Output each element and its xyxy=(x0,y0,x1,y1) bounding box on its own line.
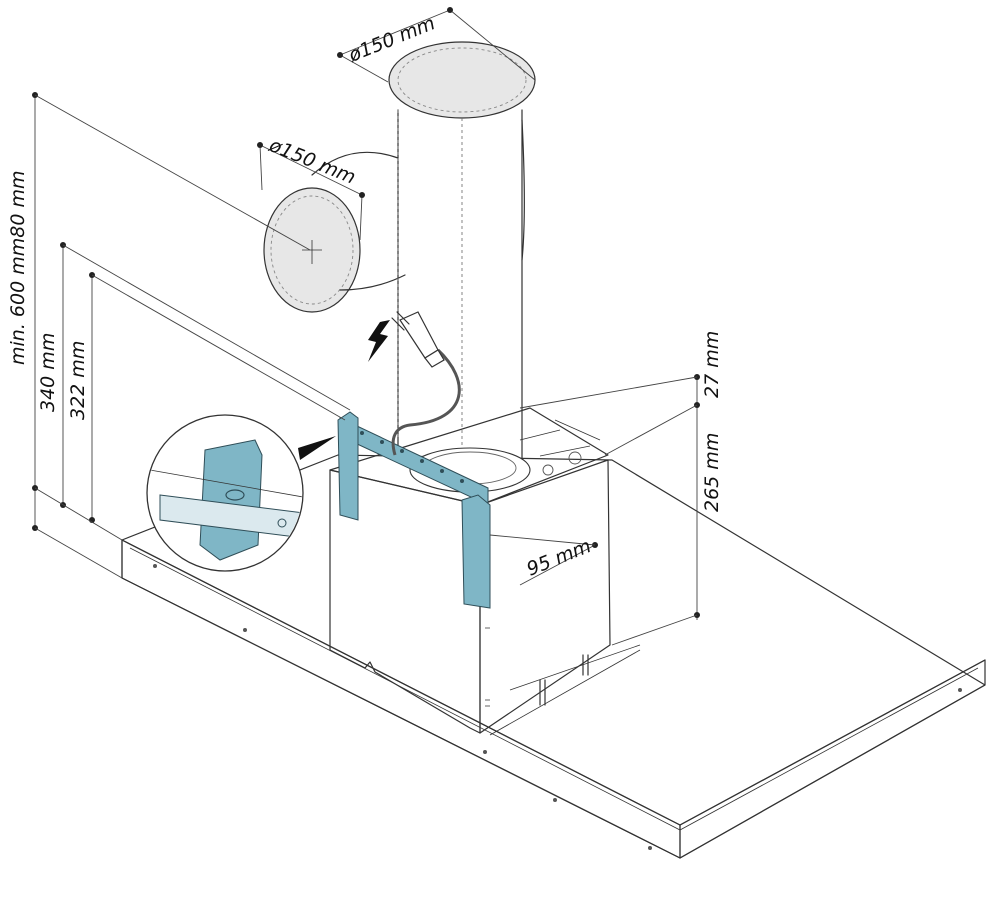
label-side-outlet-diameter: ø150 mm xyxy=(265,134,358,189)
label-height-27: 27 mm xyxy=(701,331,723,398)
chimney-duct xyxy=(263,41,536,470)
lightning-bolt-icon xyxy=(368,320,390,362)
mounting-bracket xyxy=(337,411,491,609)
label-height-322: 322 mm xyxy=(67,341,89,420)
label-height-340: 340 mm xyxy=(37,333,59,412)
label-height-265: 265 mm xyxy=(701,433,723,512)
dimension-lines xyxy=(32,7,700,646)
bracket-detail-callout xyxy=(146,414,336,572)
plug-icon xyxy=(391,311,445,368)
label-min-height: min. 600 mm80 mm xyxy=(7,171,29,365)
power-cable xyxy=(391,348,461,456)
